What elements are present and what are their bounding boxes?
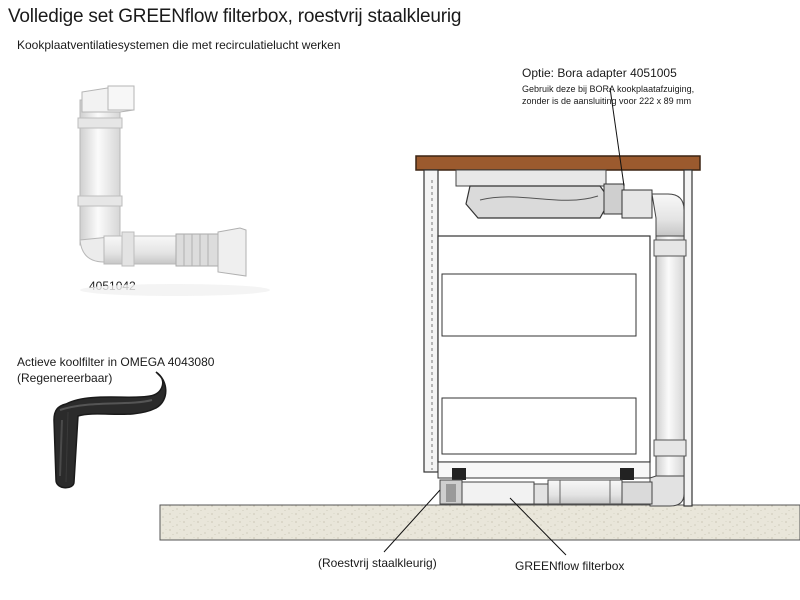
floor-slab: [159, 504, 800, 541]
carbon-filter-label-line1: Actieve koolfilter in OMEGA 4043080: [17, 355, 215, 369]
option-description-line1: Gebruik deze bij BORA kookplaatafzuiging…: [522, 84, 695, 94]
carbon-filter-label: Actieve koolfilter in OMEGA 4043080 (Reg…: [17, 354, 214, 386]
bora-adapter: [621, 189, 653, 219]
filterbox-leader-line: [509, 497, 567, 556]
callout-stainless: (Roestvrij staalkleurig): [318, 556, 437, 570]
kitchen-cabinet-diagram: [415, 155, 701, 507]
carbon-filter-image: [53, 371, 167, 489]
stainless-leader-line: [383, 489, 441, 553]
page-subtitle: Kookplaatventilatiesystemen die met reci…: [17, 38, 341, 52]
option-leader-line: [609, 87, 625, 187]
hob-extractor-unit: [455, 169, 653, 219]
callout-lines: [383, 87, 625, 556]
duct-set-image: [77, 85, 270, 296]
option-title: Optie: Bora adapter 4051005: [522, 66, 677, 80]
greenflow-filterbox: [439, 479, 653, 505]
carbon-filter-label-line2: (Regenereerbaar): [17, 371, 113, 385]
countertop: [415, 155, 701, 171]
option-description-line2: zonder is de aansluiting voor 222 x 89 m…: [522, 96, 692, 106]
option-description: Gebruik deze bij BORA kookplaatafzuiging…: [522, 83, 694, 107]
page-title: Volledige set GREENflow filterbox, roest…: [8, 6, 462, 27]
callout-filterbox: GREENflow filterbox: [515, 559, 625, 573]
ventilation-duct: [649, 193, 687, 507]
